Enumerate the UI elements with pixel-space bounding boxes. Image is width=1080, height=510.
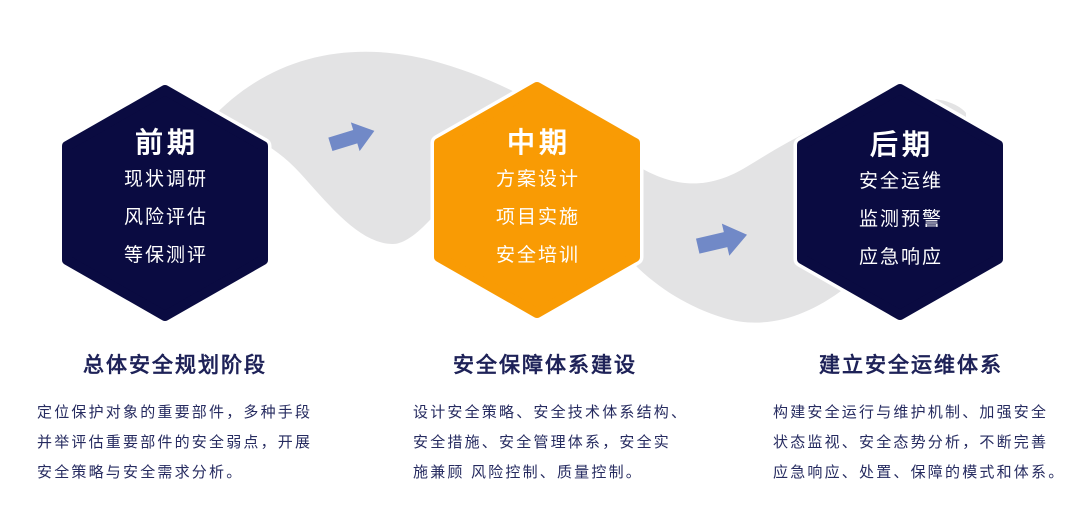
section-middle: 安全保障体系建设 设计安全策略、安全技术体系结构、 安全措施、安全管理体系，安全… xyxy=(405,353,689,488)
arrow-right-icon xyxy=(695,223,748,256)
description-line: 应急响应、处置、保障的模式和体系。 xyxy=(773,464,1066,481)
hexagon-middle-phase xyxy=(430,78,644,322)
description-line: 设计安全策略、安全技术体系结构、 xyxy=(413,404,689,421)
stage-item: 应急响应 xyxy=(858,247,943,268)
section-title: 总体安全规划阶段 xyxy=(83,354,267,377)
stage-title-early: 前期 xyxy=(134,127,199,158)
description-line: 安全措施、安全管理体系，安全实 xyxy=(413,434,672,451)
description-line: 构建安全运行与维护机制、加强安全 xyxy=(773,404,1049,421)
section-title: 安全保障体系建设 xyxy=(453,354,637,377)
stage-item: 现状调研 xyxy=(123,169,208,190)
hexagon-early-content: 前期 现状调研 风险评估 等保测评 xyxy=(64,125,266,275)
section-early: 总体安全规划阶段 定位保护对象的重要部件，多种手段 并举评估重要部件的安全弱点，… xyxy=(35,353,315,488)
description-line: 定位保护对象的重要部件，多种手段 xyxy=(37,404,313,421)
stage-item: 方案设计 xyxy=(495,169,580,190)
hexagon-middle-content: 中期 方案设计 项目实施 安全培训 xyxy=(436,125,638,275)
description-line: 施兼顾 风险控制、质量控制。 xyxy=(413,464,643,481)
hexagon-late-phase xyxy=(793,80,1007,324)
section-late: 建立安全运维体系 构建安全运行与维护机制、加强安全 状态监视、安全态势分析，不断… xyxy=(766,353,1066,488)
description-line: 并举评估重要部件的安全弱点，开展 xyxy=(37,434,313,451)
section-description: 定位保护对象的重要部件，多种手段 并举评估重要部件的安全弱点，开展 安全策略与安… xyxy=(37,398,315,488)
hexagon-late-content: 后期 安全运维 监测预警 应急响应 xyxy=(799,127,1001,277)
stage-item: 项目实施 xyxy=(495,207,580,228)
description-line: 状态监视、安全态势分析，不断完善 xyxy=(773,434,1049,451)
stage-item: 风险评估 xyxy=(123,207,208,228)
stage-item: 安全培训 xyxy=(495,245,580,266)
stage-title-middle: 中期 xyxy=(506,127,571,158)
hexagon-early-phase xyxy=(58,81,272,325)
section-description: 设计安全策略、安全技术体系结构、 安全措施、安全管理体系，安全实 施兼顾 风险控… xyxy=(413,398,689,488)
stage-title-late: 后期 xyxy=(869,129,934,160)
section-title: 建立安全运维体系 xyxy=(819,354,1003,377)
stage-item: 安全运维 xyxy=(858,171,943,192)
section-description: 构建安全运行与维护机制、加强安全 状态监视、安全态势分析，不断完善 应急响应、处… xyxy=(773,398,1066,488)
stage-item: 监测预警 xyxy=(858,209,943,230)
stage-item: 等保测评 xyxy=(123,245,208,266)
description-line: 安全策略与安全需求分析。 xyxy=(37,464,244,481)
arrow-right-icon xyxy=(328,122,375,152)
